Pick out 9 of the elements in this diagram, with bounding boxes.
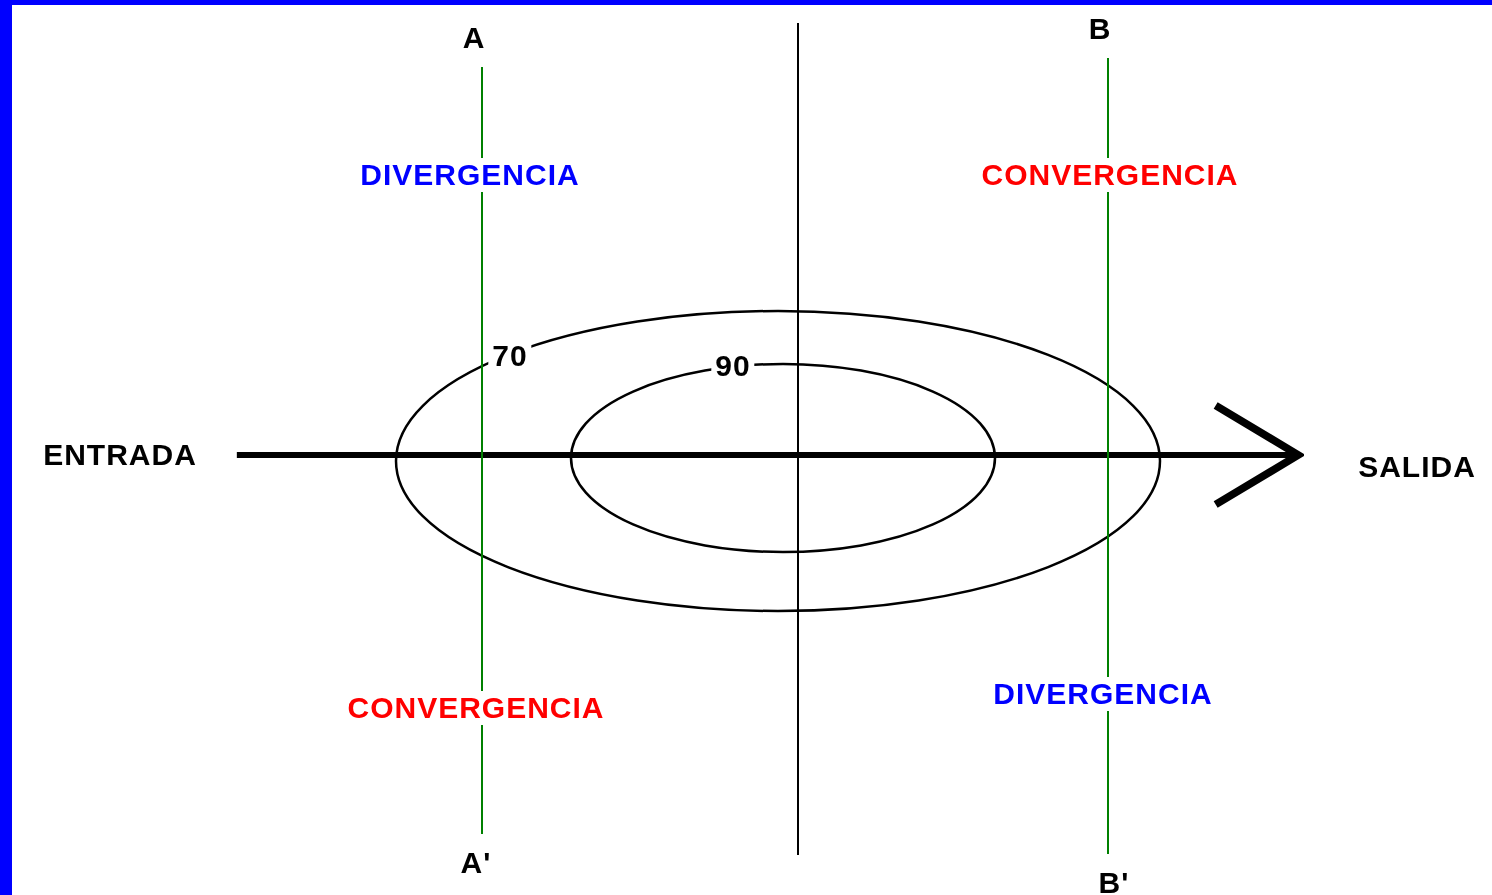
flow-arrow <box>236 401 1302 509</box>
section-label: B' <box>1098 868 1130 895</box>
section-line <box>1107 57 1109 855</box>
endpoint-label: SALIDA <box>1358 452 1476 482</box>
endpoint-label: ENTRADA <box>43 440 197 470</box>
section-label: A <box>462 23 486 53</box>
section-label: B <box>1088 14 1112 44</box>
section-label: A' <box>460 848 492 878</box>
section-line <box>481 66 483 835</box>
